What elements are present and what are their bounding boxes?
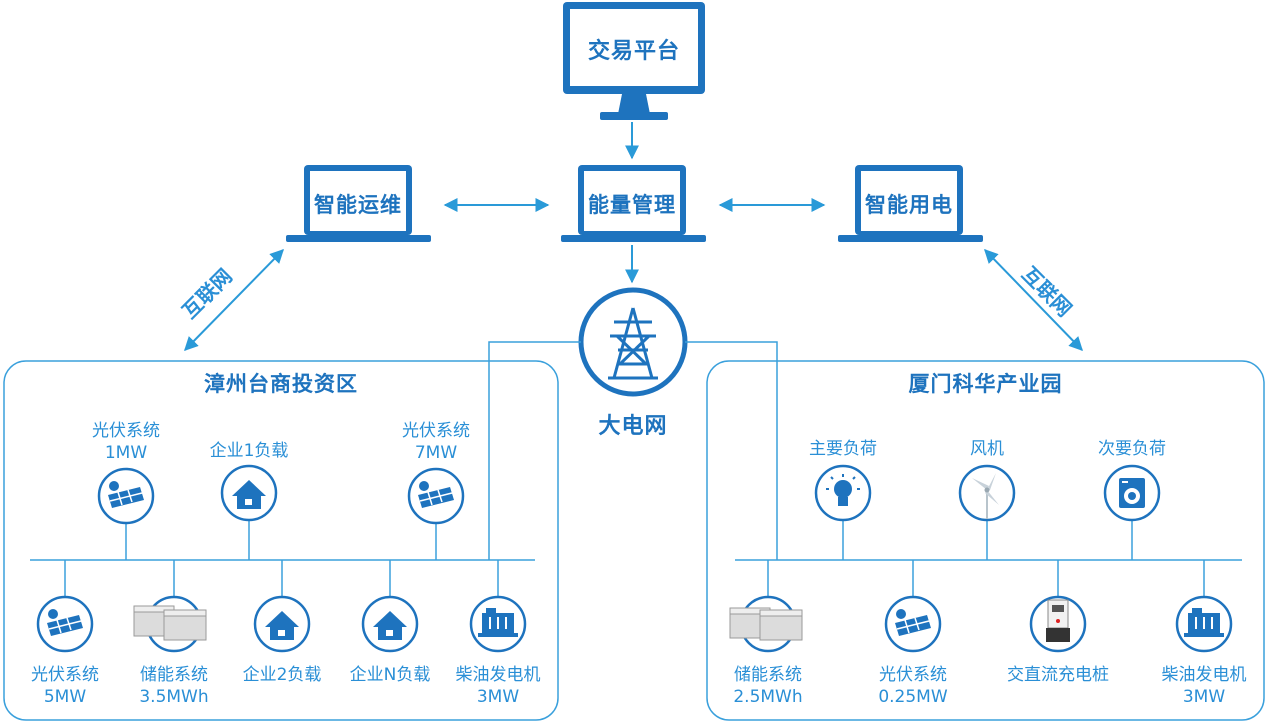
monitor-icon [563, 2, 705, 120]
diesel-generator-icon [469, 595, 527, 653]
washing-machine-icon [1103, 464, 1161, 522]
node-name: 储能系统 [734, 665, 802, 685]
node-name: 企业N负载 [349, 665, 431, 685]
grid-label: 大电网 [598, 414, 668, 439]
laptop-icon [561, 165, 706, 242]
node-name: 光伏系统 [879, 665, 947, 685]
right-region-box [706, 360, 1265, 721]
charging-pile-icon [1029, 595, 1087, 653]
smart-power-label: 智能用电 [865, 193, 953, 217]
node-value: 3MW [476, 687, 520, 707]
solar-panel-icon [36, 595, 94, 653]
power-tower-icon [578, 287, 688, 397]
trading-platform-label: 交易平台 [587, 39, 680, 64]
node-name: 交直流充电桩 [1007, 665, 1109, 685]
node-name: 光伏系统 [92, 421, 160, 441]
node-name: 次要负荷 [1098, 439, 1166, 459]
node-label: 风机 [927, 438, 1047, 460]
node-label: 光伏系统 5MW [10, 664, 120, 708]
energy-management-label: 能量管理 [588, 193, 676, 217]
node-name: 企业1负载 [209, 441, 289, 461]
right-region-title: 厦门科华产业园 [908, 372, 1063, 396]
house-icon [253, 595, 311, 653]
node-name: 光伏系统 [402, 421, 470, 441]
node-label: 次要负荷 [1072, 438, 1192, 460]
node-label: 储能系统 2.5MWh [713, 664, 823, 708]
node-label: 主要负荷 [783, 438, 903, 460]
lightbulb-icon [814, 464, 872, 522]
node-label: 光伏系统 1MW [66, 420, 186, 464]
node-label: 柴油发电机 3MW [443, 664, 553, 708]
node-value: 1MW [104, 443, 148, 463]
left-region-title: 漳州台商投资区 [204, 372, 358, 396]
node-value: 2.5MWh [733, 687, 803, 707]
wind-turbine-icon [958, 464, 1016, 522]
node-name: 风机 [970, 439, 1004, 459]
laptop-icon [286, 165, 431, 242]
battery-storage-icon [133, 595, 207, 653]
solar-panel-icon [97, 467, 155, 525]
node-value: 5MW [43, 687, 87, 707]
battery-storage-icon [729, 595, 803, 653]
node-name: 企业2负载 [242, 665, 322, 685]
node-name: 光伏系统 [31, 665, 99, 685]
node-value: 3MW [1182, 687, 1226, 707]
node-value: 0.25MW [878, 687, 948, 707]
node-label: 光伏系统 7MW [376, 420, 496, 464]
node-label: 柴油发电机 3MW [1149, 664, 1259, 708]
node-label: 企业1负载 [189, 440, 309, 462]
node-label: 企业2负载 [227, 664, 337, 686]
node-label: 储能系统 3.5MWh [119, 664, 229, 708]
diesel-generator-icon [1175, 595, 1233, 653]
house-icon [220, 464, 278, 522]
node-label: 交直流充电桩 [993, 664, 1123, 686]
solar-panel-icon [407, 467, 465, 525]
smart-ops-label: 智能运维 [314, 193, 402, 217]
node-name: 主要负荷 [809, 439, 877, 459]
node-name: 柴油发电机 [455, 665, 541, 685]
node-value: 3.5MWh [139, 687, 209, 707]
node-value: 7MW [414, 443, 458, 463]
node-name: 柴油发电机 [1161, 665, 1247, 685]
left-region-box [3, 360, 559, 721]
laptop-icon [838, 165, 983, 242]
node-label: 光伏系统 0.25MW [858, 664, 968, 708]
solar-panel-icon [884, 595, 942, 653]
house-icon [361, 595, 419, 653]
node-name: 储能系统 [140, 665, 208, 685]
node-label: 企业N负载 [335, 664, 445, 686]
